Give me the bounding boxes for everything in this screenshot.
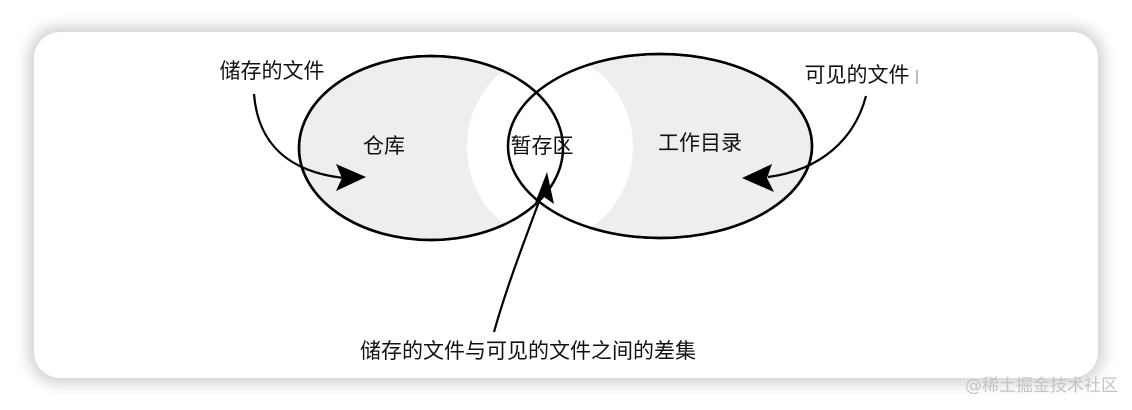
watermark: @稀土掘金技术社区: [965, 376, 1118, 396]
difference-arrowhead: [535, 172, 554, 204]
staging-area-overlap: [467, 55, 633, 239]
stored-files-label: 储存的文件: [220, 59, 325, 83]
visible-files-label: 可见的文件: [805, 63, 910, 87]
difference-arrow: [492, 195, 543, 333]
staging-area-label: 暂存区: [511, 134, 574, 158]
stored-files-arrowhead: [336, 164, 366, 191]
stored-files-arrow: [252, 93, 345, 180]
difference-label: 储存的文件与可见的文件之间的差集: [360, 339, 696, 363]
text-cursor-mark: [916, 70, 918, 84]
working-directory-label: 工作目录: [658, 131, 742, 155]
visible-files-arrowhead: [742, 164, 774, 192]
repository-label: 仓库: [363, 134, 405, 158]
visible-files-arrow: [767, 95, 868, 179]
